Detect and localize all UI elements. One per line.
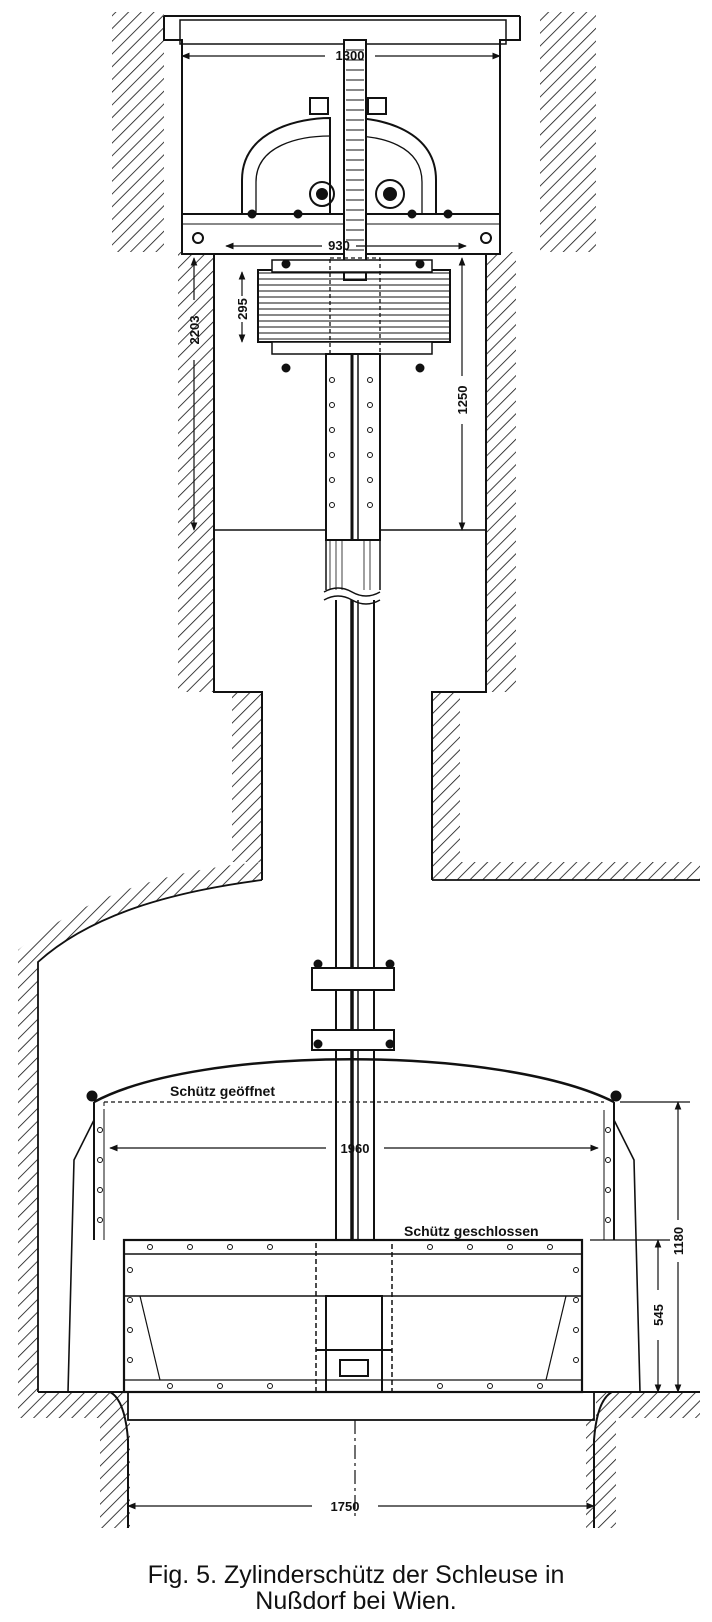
figure-caption-line-1: Fig. 5. Zylinderschütz der Schleuse in (147, 1561, 565, 1589)
dim-545: 545 (651, 1304, 666, 1326)
dimension-lines (109, 52, 690, 1510)
figure-caption-line-2: Nußdorf bei Wien. (255, 1587, 457, 1615)
dim-1750: 1750 (331, 1499, 360, 1514)
dim-1180: 1180 (671, 1227, 686, 1255)
dim-2203: 2203 (187, 316, 202, 345)
drum (257, 257, 451, 373)
masonry (18, 12, 700, 1528)
dimension-labels: 1300 930 2203 295 1250 1960 1180 545 175… (187, 48, 686, 1514)
label-gate-open: Schütz geöffnet (170, 1083, 275, 1099)
sluice-gate-drawing: 1300 930 2203 295 1250 1960 1180 545 175… (18, 12, 700, 1528)
label-gate-closed: Schütz geschlossen (404, 1223, 539, 1239)
dim-295: 295 (235, 298, 250, 320)
dim-930: 930 (328, 238, 350, 253)
cylinder-gate (67, 1058, 641, 1421)
dim-1960: 1960 (341, 1141, 370, 1156)
dim-1300: 1300 (336, 48, 365, 63)
guide-column (311, 353, 395, 1240)
dim-1250: 1250 (455, 386, 470, 415)
hoist-mechanism (181, 39, 501, 281)
